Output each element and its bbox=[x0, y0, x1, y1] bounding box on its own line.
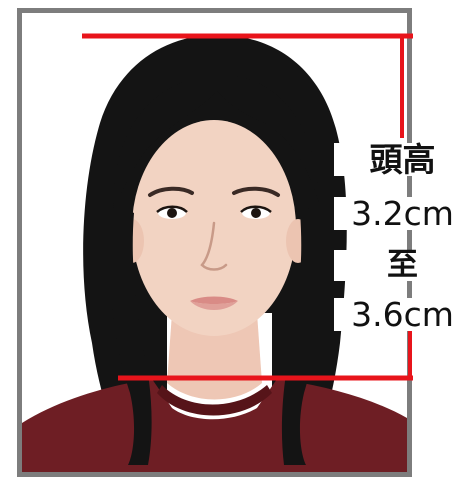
head-height-min: 3.2cm bbox=[334, 197, 471, 230]
shirt bbox=[22, 379, 407, 472]
photo-frame bbox=[17, 8, 412, 477]
shirt-collar-shadow bbox=[157, 385, 272, 416]
hair-left-strand bbox=[110, 203, 152, 465]
right-eyebrow bbox=[232, 186, 280, 197]
left-eyebrow bbox=[148, 186, 194, 197]
head-height-max: 3.6cm bbox=[334, 298, 471, 331]
head-height-label: 頭高 bbox=[334, 143, 471, 176]
head-height-connector: 至 bbox=[334, 250, 471, 281]
mouth-lower-lip bbox=[190, 301, 238, 310]
right-eyelid bbox=[240, 205, 272, 214]
left-eyelid bbox=[156, 205, 188, 214]
right-iris bbox=[251, 208, 261, 218]
hair-right-strand bbox=[281, 203, 323, 465]
mouth-upper-lip bbox=[190, 296, 238, 304]
nose bbox=[200, 221, 228, 271]
portrait-photo bbox=[22, 13, 407, 472]
left-iris bbox=[167, 208, 177, 218]
hair-front bbox=[113, 74, 319, 213]
